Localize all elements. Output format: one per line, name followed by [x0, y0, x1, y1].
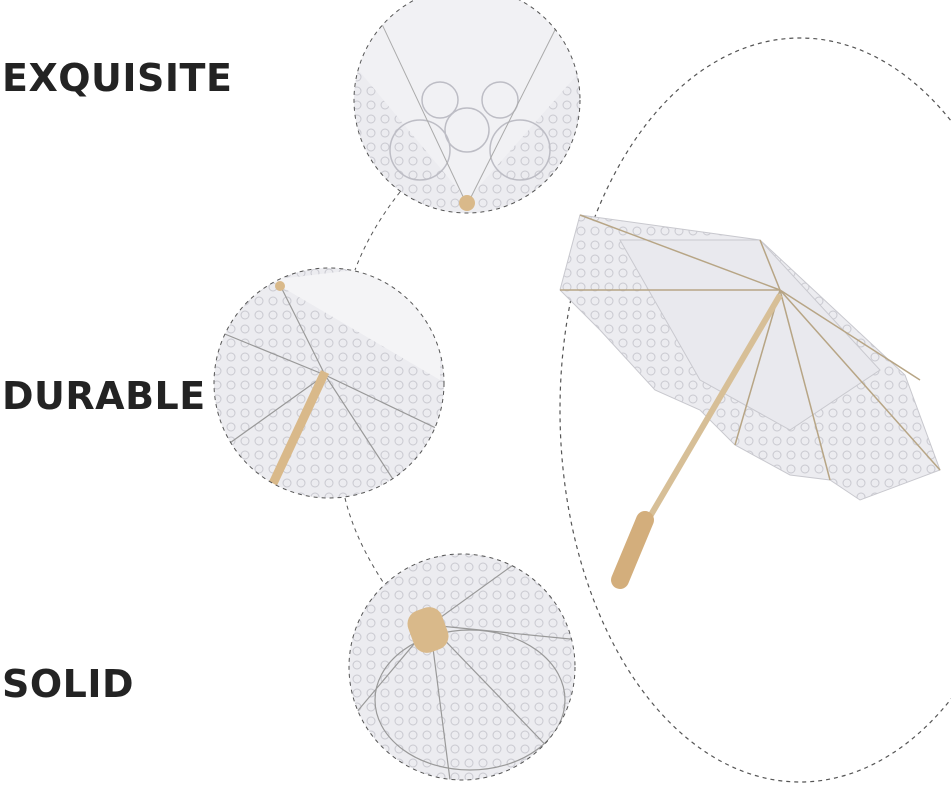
- detail-circle-durable: [214, 268, 444, 498]
- dashed-connector: [344, 497, 386, 586]
- feature-label-exquisite: EXQUISITE: [2, 56, 233, 100]
- feature-label-durable: DURABLE: [2, 374, 206, 418]
- umbrella-image: [559, 214, 941, 589]
- feature-label-solid: SOLID: [2, 662, 135, 706]
- detail-circle-solid: [349, 554, 575, 780]
- dashed-connector: [354, 191, 401, 271]
- detail-circle-exquisite: [354, 0, 580, 213]
- dashed-ellipse: [559, 37, 951, 783]
